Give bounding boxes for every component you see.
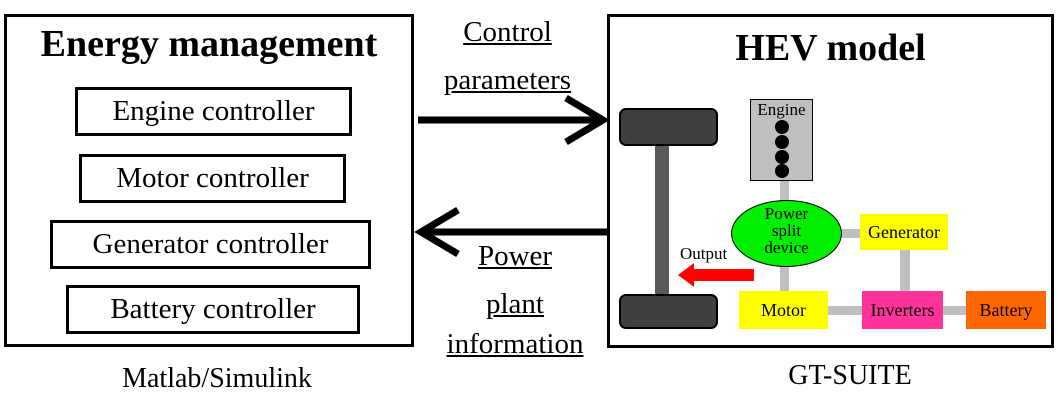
power-plant-label-line1: Power bbox=[477, 240, 553, 272]
front-wheel bbox=[619, 108, 718, 146]
control-arrow bbox=[418, 94, 610, 146]
energy-management-title: Energy management bbox=[40, 23, 378, 65]
engine-cylinders-icon bbox=[775, 120, 789, 178]
power-split-label-line2: split bbox=[771, 221, 802, 240]
engine-label: Engine bbox=[757, 100, 806, 119]
inverters-block: Inverters bbox=[862, 291, 943, 329]
info-arrow bbox=[414, 206, 607, 258]
generator-block: Generator bbox=[860, 214, 948, 250]
hev-model-box bbox=[607, 14, 1054, 348]
gt-suite-label: GT-SUITE bbox=[788, 360, 912, 391]
motor-inverters-connector bbox=[828, 306, 862, 315]
rear-wheel bbox=[619, 294, 718, 329]
power-split-label: Power split device bbox=[731, 205, 842, 256]
inverters-battery-connector bbox=[943, 306, 967, 315]
motor-controller-box: Motor controller bbox=[79, 154, 346, 203]
power-split-label-line3: device bbox=[764, 238, 809, 257]
energy-management-box bbox=[4, 14, 414, 347]
generator-inverters-connector bbox=[900, 250, 910, 294]
output-arrow-icon bbox=[678, 263, 754, 287]
engine-psd-connector bbox=[780, 180, 789, 212]
power-plant-label-line2: plant bbox=[486, 288, 544, 320]
control-label-line1: Control bbox=[463, 16, 552, 48]
hev-model-title: HEV model bbox=[735, 27, 926, 69]
motor-block: Motor bbox=[739, 291, 828, 329]
output-label: Output bbox=[680, 244, 728, 263]
battery-block: Battery bbox=[966, 291, 1046, 329]
psd-motor-connector bbox=[780, 262, 789, 294]
generator-controller-box: Generator controller bbox=[50, 220, 371, 269]
drive-axle bbox=[655, 138, 669, 300]
power-split-device bbox=[731, 200, 842, 267]
power-plant-label-line3: information bbox=[446, 328, 584, 360]
control-label-line2: parameters bbox=[443, 64, 572, 96]
matlab-simulink-label: Matlab/Simulink bbox=[122, 363, 312, 394]
engine-controller-box: Engine controller bbox=[75, 87, 352, 136]
battery-controller-box: Battery controller bbox=[66, 285, 360, 334]
power-split-label-line1: Power bbox=[764, 204, 809, 223]
psd-generator-connector bbox=[842, 229, 862, 238]
